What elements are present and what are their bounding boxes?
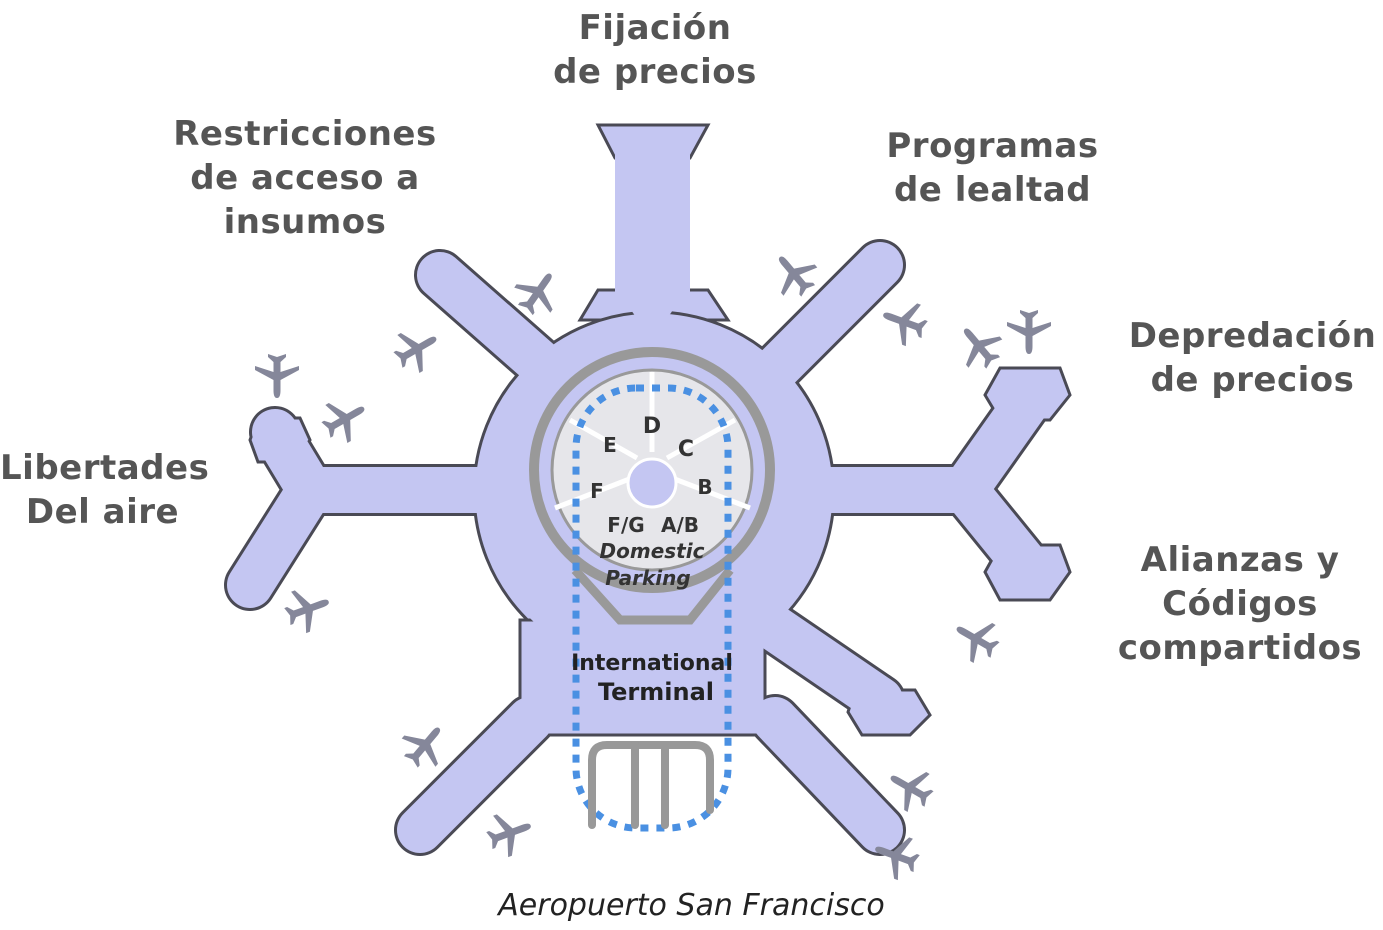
lot-label-d: D xyxy=(643,414,661,439)
label-input-access: Restricciones de acceso a insumos xyxy=(165,112,445,244)
label-pricing-line1: Fijación xyxy=(578,8,732,48)
label-loyalty-line1: Programas xyxy=(886,126,1099,166)
lot-label-b: B xyxy=(697,475,712,499)
label-predatory: Depredación de precios xyxy=(1125,314,1380,402)
label-freedoms-line1: Libertades xyxy=(0,448,210,488)
parking-label-line2: Parking xyxy=(605,566,690,590)
airplane-icon xyxy=(386,318,448,380)
label-loyalty-line2: de lealtad xyxy=(893,170,1092,210)
airplane-icon xyxy=(875,293,933,351)
label-loyalty: Programas de lealtad xyxy=(880,124,1105,212)
terminal-label-line2: Terminal xyxy=(598,678,714,706)
lot-label-fg: F/G xyxy=(607,513,644,537)
label-pricing-line2: de precios xyxy=(553,52,757,92)
label-input-access-line3: insumos xyxy=(223,202,387,242)
lot-label-f: F xyxy=(590,479,604,503)
label-alliances-line2: Códigos xyxy=(1162,584,1318,624)
label-alliances: Alianzas y Códigos compartidos xyxy=(1115,538,1365,670)
label-predatory-line2: de precios xyxy=(1150,360,1355,400)
label-pricing: Fijación de precios xyxy=(545,6,765,94)
airplane-icon xyxy=(481,804,539,862)
airplane-icon xyxy=(1007,310,1051,354)
lot-label-c: C xyxy=(678,437,694,462)
label-freedoms-line2: Del aire xyxy=(25,492,180,532)
label-input-access-line1: Restricciones xyxy=(173,114,437,154)
label-predatory-line1: Depredación xyxy=(1128,316,1377,356)
caption: Aeropuerto San Francisco xyxy=(498,888,885,923)
lot-label-ab: A/B xyxy=(661,513,699,537)
label-input-access-line2: de acceso a xyxy=(190,158,420,198)
terminal-label-line1: International xyxy=(571,651,733,676)
airplane-icon xyxy=(945,608,1007,670)
airplane-icon xyxy=(255,354,299,398)
parking-label-line1: Domestic xyxy=(600,539,705,563)
label-alliances-line3: compartidos xyxy=(1117,628,1363,668)
airplane-icon xyxy=(314,388,376,450)
airplane-icon xyxy=(279,580,337,638)
label-freedoms: Libertades Del aire xyxy=(0,446,210,534)
parking-core: D E C F B F/G A/B Domestic Parking xyxy=(529,347,775,832)
lot-label-e: E xyxy=(603,433,617,457)
label-alliances-line1: Alianzas y xyxy=(1140,540,1340,580)
